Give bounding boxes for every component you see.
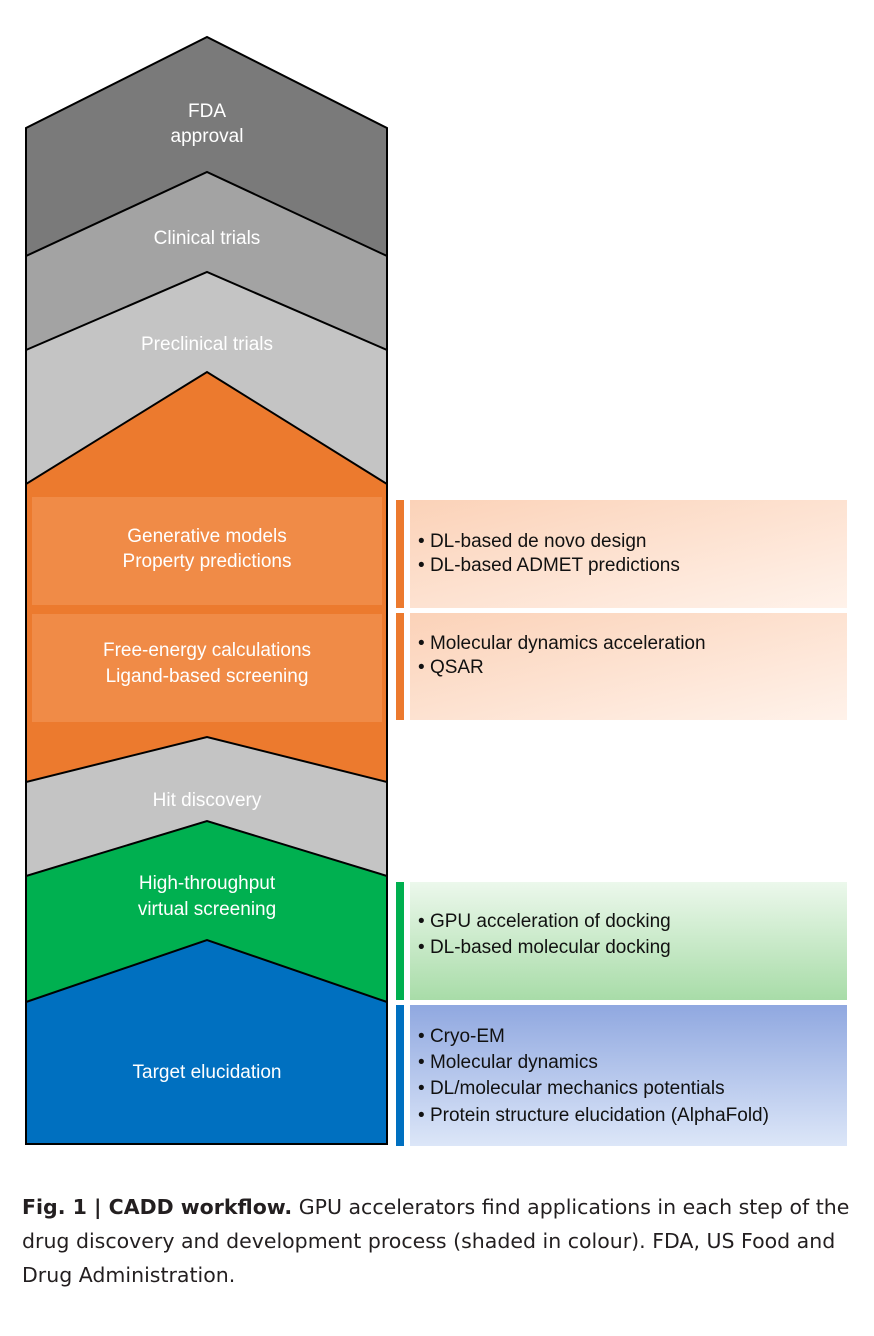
bullet-item: • DL-based molecular docking xyxy=(418,937,671,958)
bullet-item: • DL/molecular mechanics potentials xyxy=(418,1078,725,1099)
htvs-label-line1: High-throughput xyxy=(139,873,276,894)
generative-models-label: Generative models xyxy=(127,526,286,547)
target-elucidation-label: Target elucidation xyxy=(133,1062,282,1083)
clinical-trials-label: Clinical trials xyxy=(154,228,261,249)
bullet-item: • Protein structure elucidation (AlphaFo… xyxy=(418,1105,769,1126)
free-energy-label: Free-energy calculations xyxy=(103,640,311,661)
cadd-workflow-diagram: FDA approval Clinical trials Preclinical… xyxy=(25,35,847,1146)
hit-discovery-label: Hit discovery xyxy=(153,790,262,811)
bullet-item: • GPU acceleration of docking xyxy=(418,911,671,932)
property-predictions-label: Property predictions xyxy=(123,551,292,572)
panel-free-energy xyxy=(410,613,847,720)
bullet-item: • Molecular dynamics acceleration xyxy=(418,633,706,654)
fda-label-line1: FDA xyxy=(188,101,226,122)
panel-target-bar xyxy=(396,1005,404,1146)
panel-free-energy-bar xyxy=(396,613,404,720)
bullet-item: • Molecular dynamics xyxy=(418,1052,598,1073)
stage-target-elucidation xyxy=(25,938,388,1145)
panel-htvs-bar xyxy=(396,882,404,1000)
lead-box-generative xyxy=(32,497,382,605)
fda-label-line2: approval xyxy=(171,126,244,147)
bullet-item: • DL-based ADMET predictions xyxy=(418,555,680,576)
bullet-item: • QSAR xyxy=(418,657,484,678)
preclinical-trials-label: Preclinical trials xyxy=(141,334,273,355)
htvs-label-line2: virtual screening xyxy=(138,899,276,920)
caption-text: GPU accelerators find applications in ea… xyxy=(22,1195,850,1287)
panel-htvs xyxy=(410,882,847,1000)
ligand-screening-label: Ligand-based screening xyxy=(106,666,309,687)
figure-caption: Fig. 1 | CADD workflow. GPU accelerators… xyxy=(22,1190,852,1292)
panel-generative xyxy=(410,500,847,608)
lead-box-free-energy xyxy=(32,614,382,722)
caption-title: Fig. 1 | CADD workflow. xyxy=(22,1195,293,1219)
bullet-item: • DL-based de novo design xyxy=(418,531,646,552)
panel-generative-bar xyxy=(396,500,404,608)
panel-target xyxy=(410,1005,847,1146)
bullet-item: • Cryo-EM xyxy=(418,1026,505,1047)
